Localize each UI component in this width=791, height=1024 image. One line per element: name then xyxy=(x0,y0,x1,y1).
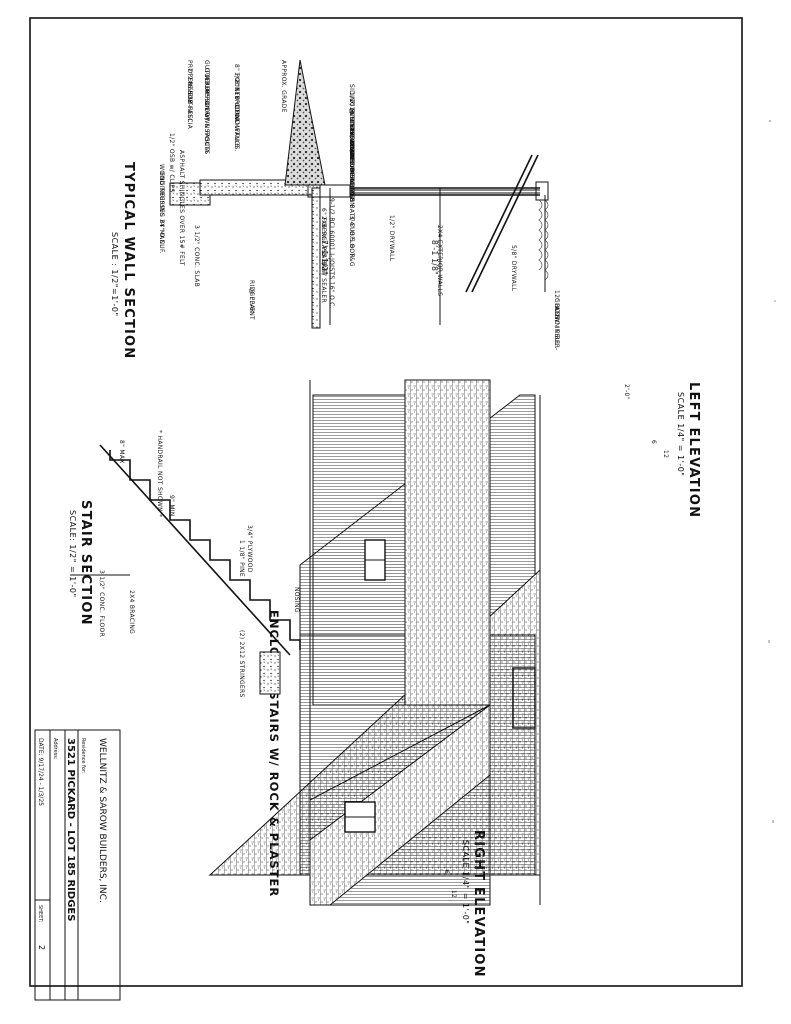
wall-section-scale: SCALE : 1/2"=1'-0" xyxy=(110,232,119,317)
note-approx-grade: APPROX. GRADE xyxy=(280,60,287,113)
stair-title: STAIR SECTION xyxy=(78,500,93,626)
note-osb-foam: 7/16" OSB / FOAM xyxy=(348,100,355,159)
tb-company: WELLNITZ & SAROW BUILDERS, INC. xyxy=(97,738,107,903)
dim-lower: 7'-1 1/2" xyxy=(320,240,329,275)
floor-slab xyxy=(311,187,321,329)
note-sill-plate: 2X6 SILL PLATE w/ SEALER xyxy=(320,216,327,303)
note-sub-fascia: 2X6 SUB-FASCIA xyxy=(186,76,193,130)
stair-scale: SCALE: 1/2" = 1'-0" xyxy=(68,510,77,598)
note-stone-areas: @ STONE AREAS xyxy=(348,108,355,162)
title-block: WELLNITZ & SAROW BUILDERS, INC. Residenc… xyxy=(34,729,121,1001)
note-drywall-12: 1/2" DRYWALL xyxy=(388,215,395,262)
note-subfloor: SUBFLOOR xyxy=(348,223,355,258)
note-2x4-walls: 2X4 EXTERIOR WALLS xyxy=(436,225,443,296)
note-corner-bracing: 2X4 CORNER BRACING xyxy=(348,124,355,198)
tb-address-label: Address: xyxy=(52,738,58,760)
note-glass: GLASS xyxy=(553,298,560,319)
note-osb-tg: 3/4" O.S.B. T&G xyxy=(348,215,355,267)
note-poly-vapor: POLY VAPOR BARRIER xyxy=(348,132,355,202)
note-alum-shield: ALUM. SHIELD xyxy=(348,156,355,202)
note-proper-vent: PROPER VENT xyxy=(186,60,193,105)
note-siding: SIDING PER ELEVATIONS xyxy=(348,84,355,164)
left-elevation-title: LEFT ELEVATION xyxy=(686,382,701,518)
tb-sheet-label: SHEET: xyxy=(37,905,43,923)
note-tyvek: TYVEK WRAP xyxy=(348,115,355,158)
floor-joist xyxy=(307,184,351,198)
note-wall-insulation: WALL INSULATION xyxy=(348,148,355,207)
right-elevation-roof-gable xyxy=(309,704,491,906)
note-attic-insul: ATTIC INSUL. xyxy=(553,306,560,348)
note-gutter-apron: GUTTER APRON w/ xyxy=(203,60,210,121)
note-gutters: GUTTERS & DOWNSPOUTS xyxy=(203,68,210,154)
rotated-drawing: TYPICAL WALL SECTION SCALE : 1/2"=1'-0" xyxy=(34,59,701,1001)
scan-artifacts xyxy=(768,120,776,823)
stair-floor: 3 1/2" CONC. FLOOR xyxy=(98,570,105,637)
stair-treads xyxy=(109,450,301,650)
left-elevation-vent xyxy=(512,667,536,729)
tb-project: 3521 PICKARD - LOT 185 RIDGES xyxy=(65,738,76,921)
right-elevation-upper-siding xyxy=(312,394,406,706)
note-energy-heel: 7" ENERGY HEEL xyxy=(186,68,193,123)
left-elevation-overhang: 2'-0" xyxy=(623,384,630,400)
note-drywall-58: 5/8" DRYWALL xyxy=(510,245,517,292)
stair-riser-max: 8" MAX xyxy=(118,440,125,464)
right-elevation: RIGHT ELEVATION SCALE 1/4" = 1'-0" 6 12 xyxy=(309,379,491,978)
note-wood-trusses: WOOD TRUSSES 24" O.C. xyxy=(158,164,165,246)
note-styrofoam: 1/2" T&G STYROFOAM xyxy=(348,92,355,164)
stair-nosing: NOSING xyxy=(293,587,300,613)
sheet-border xyxy=(29,17,743,987)
note-fiberglass-batt: 3 1/2" FIBERGLASS BATT xyxy=(348,140,355,221)
stair-header xyxy=(259,651,281,695)
wall-section-title: TYPICAL WALL SECTION xyxy=(121,162,136,359)
wall-section: TYPICAL WALL SECTION SCALE : 1/2"=1'-0" xyxy=(110,59,560,359)
note-ijoists: 9-1/2 BCI 60001 I-JOISTS 16" O.C. xyxy=(328,198,335,309)
stair-stringers: (2) 2X12 STRINGERS xyxy=(238,630,245,698)
note-engineering: ENGINEERING BY MANUF. xyxy=(158,172,165,254)
approx-grade xyxy=(284,59,326,186)
note-poured-walls: 8" POURED CONC. WALLS xyxy=(233,64,240,148)
note-shingles: ASPHALT SHINGLES OVER 15# FELT xyxy=(178,150,185,266)
note-blown-fiberglass: 12" BLOWN FIBER- xyxy=(553,290,560,351)
top-plate xyxy=(535,181,549,201)
attic-insulation xyxy=(538,199,549,281)
note-osb-clips: 1/2" OSB w/ CLIPS xyxy=(168,133,175,193)
note-alum-soffit: ALUM. SOFFIT & FASCIA xyxy=(203,76,210,154)
stair-pine: 1 1/8" PINE xyxy=(238,540,245,577)
note-conc-slab: 3 1/2" CONC. SLAB xyxy=(193,225,200,287)
tb-date: DATE: 9/17/24 - 1/3/25 xyxy=(37,738,44,806)
note-conc-ftngs: 8"X16" CONC. FTNGS. xyxy=(233,80,240,152)
tb-sheet-number: 2 xyxy=(37,945,46,950)
stair-bracing: 2X4 BRACING xyxy=(128,590,135,634)
note-ridge-vent: RIDGE VENT xyxy=(248,280,255,320)
left-elevation-scale: SCALE 1/4" = 1'-0" xyxy=(676,392,685,476)
right-elevation-roof xyxy=(404,379,491,706)
stair-tread-min: 9" MIN. xyxy=(168,495,175,519)
left-elevation-pitch-rise: 6 xyxy=(650,440,657,444)
stair-plywood: 3/4" PLYWOOD xyxy=(246,525,253,573)
wall-section-notes: WOOD TRUSSES 24" O.C. ENGINEERING BY MAN… xyxy=(158,60,560,351)
note-6-fiberglass: 6" FIBERGLASS BATT xyxy=(320,208,327,276)
tb-residence-label: Residence for: xyxy=(80,738,86,774)
stair-handrail-note: * HANDRAIL NOT SHOWN * xyxy=(156,430,163,517)
note-styrofoam-12: 1/2" STYROFOAM xyxy=(233,72,240,128)
stair-section: STAIR SECTION SCALE: 1/2" = 1'-0" * HAND… xyxy=(68,430,301,897)
left-elevation-pitch-run: 12 xyxy=(662,450,669,458)
dim-upper: 8'-1 1/8" xyxy=(430,240,439,275)
note-peak: @ PEAK xyxy=(248,288,255,314)
